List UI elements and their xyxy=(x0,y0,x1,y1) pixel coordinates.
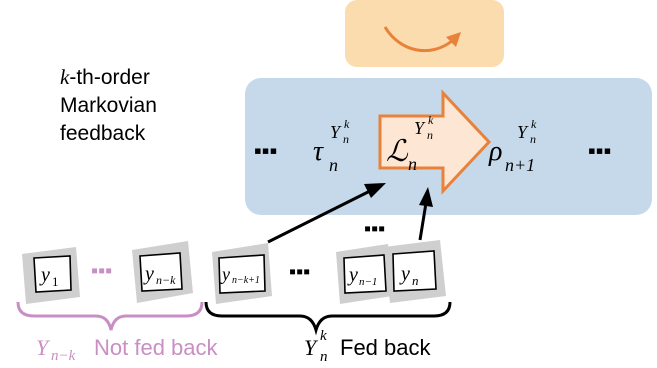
ellipsis-middle: ▪▪▪ xyxy=(364,218,385,240)
ellipsis-cards-a: ▪▪▪ xyxy=(289,261,310,283)
svg-text:n: n xyxy=(530,132,536,146)
feedback-arrow-yn xyxy=(418,202,428,241)
svg-text:τ: τ xyxy=(313,136,324,167)
svg-text:n: n xyxy=(427,128,433,142)
svg-text:Y: Y xyxy=(304,335,319,360)
svg-text:n+1: n+1 xyxy=(505,155,535,175)
svg-text:Y: Y xyxy=(517,122,529,142)
brace-fed xyxy=(204,301,452,336)
svg-text:n: n xyxy=(412,273,419,288)
curve-arrowhead xyxy=(446,32,461,47)
svg-text:Y: Y xyxy=(36,335,51,360)
ellipsis-left: ▪▪▪ xyxy=(254,138,277,163)
svg-text:Fed back: Fed back xyxy=(340,335,431,360)
L-operator: ℒ n Y n k xyxy=(386,113,434,174)
caption-line2: Markovian xyxy=(60,94,157,117)
svg-text:Not fed back: Not fed back xyxy=(94,335,219,360)
svg-text:ρ: ρ xyxy=(488,136,502,167)
svg-text:ℒ: ℒ xyxy=(386,135,409,168)
label-fed: Y n k Fed back xyxy=(304,328,431,365)
rho-symbol: ρ n+1 Y n k xyxy=(488,117,537,175)
svg-text:y: y xyxy=(143,263,154,285)
label-not-fed: Y n−k Not fed back xyxy=(36,335,219,364)
svg-text:n: n xyxy=(343,132,349,146)
svg-text:n: n xyxy=(408,154,417,174)
card-ynk: y n−k xyxy=(132,241,193,303)
caption-line3: feedback xyxy=(60,122,146,145)
svg-text:Y: Y xyxy=(330,122,342,142)
feedback-arrow-ynk1 xyxy=(267,189,371,244)
feedback-arrowhead-yn xyxy=(419,187,433,207)
svg-text:y: y xyxy=(39,264,50,286)
caption-line1: k-th-order xyxy=(60,65,150,89)
svg-text:y: y xyxy=(220,264,230,284)
caption-k-var: k xyxy=(60,65,70,89)
brace-not-fed xyxy=(16,301,204,331)
svg-text:n−k: n−k xyxy=(51,348,76,364)
ellipsis-right: ▪▪▪ xyxy=(588,138,611,163)
svg-text:y: y xyxy=(347,264,358,286)
card-yn1: y n−1 xyxy=(336,244,392,304)
svg-text:n−k+1: n−k+1 xyxy=(232,275,260,286)
tau-symbol: τ n Y n k xyxy=(313,117,350,175)
svg-text:1: 1 xyxy=(52,274,59,289)
channel-arrow xyxy=(378,89,492,195)
svg-text:k: k xyxy=(428,113,434,127)
svg-text:n: n xyxy=(320,349,328,365)
orange-panel xyxy=(345,0,504,67)
svg-text:Y: Y xyxy=(414,118,426,138)
svg-text:n: n xyxy=(329,155,338,175)
svg-text:n−1: n−1 xyxy=(359,276,377,288)
svg-text:k: k xyxy=(531,117,537,131)
card-y1: y 1 xyxy=(22,247,80,304)
svg-text:y: y xyxy=(399,263,410,285)
svg-text:k: k xyxy=(320,328,327,344)
svg-text:n−k: n−k xyxy=(156,273,176,287)
card-yn: y n xyxy=(384,240,446,303)
card-ynk1: y n−k+1 xyxy=(212,243,272,304)
svg-text:k: k xyxy=(344,117,350,131)
curve-arrow-icon xyxy=(383,26,453,53)
feedback-arrowhead-ynk1 xyxy=(364,183,386,198)
ellipsis-pink: ▪▪▪ xyxy=(91,260,112,282)
